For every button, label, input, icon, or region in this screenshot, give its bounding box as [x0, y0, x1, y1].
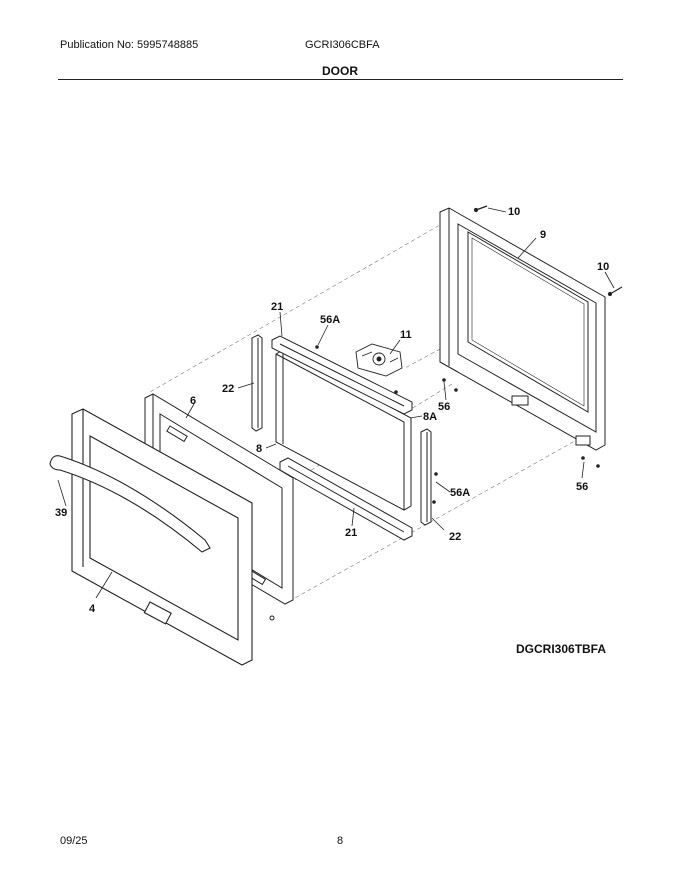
section-title: DOOR — [322, 64, 358, 78]
footer-date: 09/25 — [60, 835, 88, 847]
callout-56a-top: 56A — [320, 314, 340, 326]
header-rule — [58, 79, 623, 80]
glass-channel-top — [271, 335, 413, 415]
callout-8a: 8A — [423, 411, 437, 423]
publication-number: Publication No: 5995748885 — [60, 39, 199, 51]
callout-8: 8 — [256, 443, 262, 455]
callout-56-left: 56 — [438, 401, 450, 413]
screw-56a-top — [315, 345, 398, 394]
side-channel-left — [251, 334, 263, 432]
callout-22-left: 22 — [222, 383, 234, 395]
callout-56a-right: 56A — [450, 487, 470, 499]
door-latch — [355, 343, 403, 377]
callout-10-right: 10 — [597, 261, 609, 273]
screw-10-right — [607, 286, 623, 297]
model-number: GCRI306CBFA — [305, 39, 380, 51]
callout-6: 6 — [190, 395, 196, 407]
callout-22-right: 22 — [449, 531, 461, 543]
callout-39: 39 — [55, 507, 67, 519]
callout-11: 11 — [400, 329, 412, 341]
callout-4: 4 — [89, 603, 96, 615]
callout-10-top: 10 — [508, 206, 520, 218]
inner-door-liner — [439, 207, 606, 451]
callout-9: 9 — [540, 229, 546, 241]
callout-21-bottom: 21 — [345, 527, 357, 539]
screw-56-left — [442, 378, 458, 392]
screw-56a-right — [432, 472, 438, 504]
door-handle — [49, 455, 211, 553]
diagram-code: DGCRI306TBFA — [516, 642, 607, 656]
callout-21-top: 21 — [271, 301, 283, 313]
callout-56-bottom: 56 — [576, 481, 588, 493]
leader-lines — [57, 207, 615, 599]
page-number: 8 — [337, 835, 344, 847]
screw-10-top — [473, 205, 488, 213]
side-channel-right — [420, 428, 432, 526]
screw-56-bottom — [581, 456, 600, 468]
outer-door-panel — [71, 408, 253, 666]
